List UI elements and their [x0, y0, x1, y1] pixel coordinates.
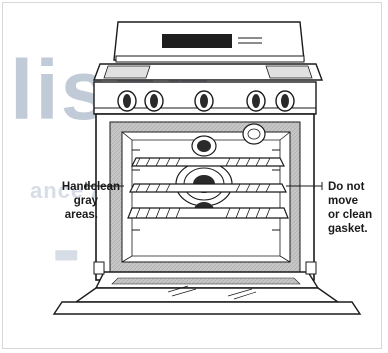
callout-handclean-line2: gray: [12, 194, 120, 208]
cooktop: [94, 64, 322, 80]
callout-handclean-line3: areas.: [12, 208, 120, 222]
callout-gasket-line1: Do not: [328, 180, 388, 194]
oven-light: [243, 124, 265, 144]
oven-cavity: [110, 122, 300, 272]
knob-4: [247, 91, 265, 111]
lower-rack: [128, 208, 288, 218]
callout-gasket-line4: gasket.: [328, 222, 388, 236]
middle-rack: [130, 184, 286, 192]
knob-1: [118, 91, 136, 111]
callout-gasket-line3: or clean: [328, 208, 388, 222]
callout-handclean: Handclean gray areas.: [12, 180, 120, 222]
door-window: [76, 288, 338, 302]
knob-5: [276, 91, 294, 111]
control-panel: [114, 22, 304, 62]
callout-gasket: Do not move or clean gasket.: [328, 180, 388, 236]
callout-gasket-line2: move: [328, 194, 388, 208]
knob-2: [145, 91, 163, 111]
upper-rack: [132, 158, 284, 166]
display-window: [162, 34, 232, 48]
knob-3: [195, 91, 213, 111]
callout-handclean-line1: Handclean: [12, 180, 120, 194]
